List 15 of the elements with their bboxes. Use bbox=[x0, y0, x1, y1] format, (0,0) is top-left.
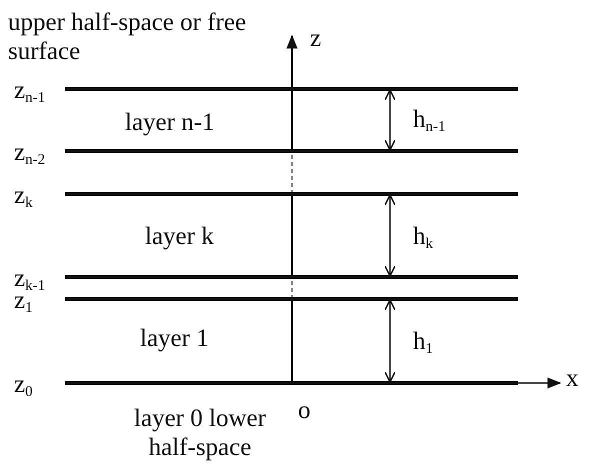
coordinate-label: z$_{n-2}$ bbox=[14, 138, 46, 170]
region-label: upper half-space or free surface bbox=[8, 8, 248, 66]
axis-label: z bbox=[310, 24, 322, 53]
coordinate-label: z$_{0}$ bbox=[14, 370, 33, 402]
thickness-label: h$_{n-1}$ bbox=[413, 105, 446, 137]
coordinate-label: z$_{n-1}$ bbox=[14, 76, 46, 108]
layer-label: layer n-1 bbox=[125, 108, 215, 137]
thickness-label: h$_{k}$ bbox=[413, 222, 433, 254]
origin-label: o bbox=[298, 396, 310, 425]
layer-label: layer k bbox=[145, 222, 214, 251]
axis-label: x bbox=[566, 364, 578, 393]
layer-label: layer 1 bbox=[140, 324, 209, 353]
thickness-label: h$_{1}$ bbox=[413, 327, 433, 359]
region-label: layer 0 lower half-space bbox=[133, 404, 267, 462]
coordinate-label: z$_{k}$ bbox=[14, 181, 33, 213]
